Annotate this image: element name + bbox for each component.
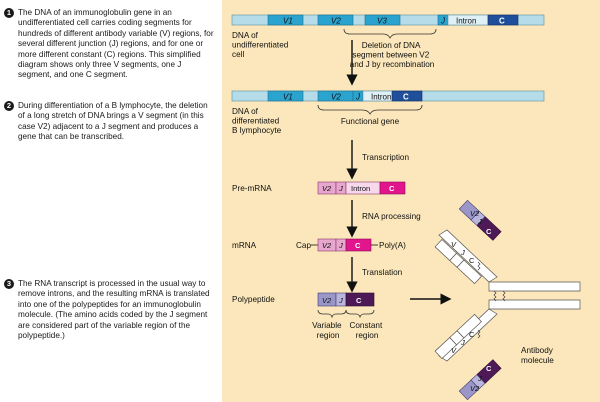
- antibody-molecule: C J V C J V2 C J V: [434, 199, 581, 401]
- j-rna-label: J: [338, 184, 343, 193]
- v2-segment: [317, 14, 354, 26]
- transcription-label: Transcription: [362, 153, 409, 162]
- heavy-chain-stem-top: [488, 281, 581, 292]
- c-segment: [487, 14, 519, 26]
- top-v-label: V2: [470, 209, 480, 218]
- variable-region-label: Variable region: [312, 321, 344, 340]
- disulfide-bond-upper: [477, 261, 481, 271]
- c-peptide-segment: [345, 292, 375, 307]
- v1-label: V1: [283, 17, 293, 26]
- step-number-2: 2: [4, 101, 14, 111]
- explanation-panel: 1 The DNA of an immunoglobulin gene in a…: [0, 0, 222, 402]
- c-rna-segment: [379, 181, 406, 195]
- v3-label: V3: [377, 17, 387, 26]
- cap-label: Cap: [296, 241, 311, 250]
- step-1: 1 The DNA of an immunoglobulin gene in a…: [4, 8, 216, 81]
- polypeptide-chain: V2 J C: [317, 292, 375, 307]
- intron-label: Intron: [371, 93, 391, 102]
- dna-undifferentiated-label: DNA of undifferentiated cell: [232, 31, 291, 59]
- highlight-chain-bottom: [458, 359, 502, 401]
- light-chain-upper: [434, 239, 482, 285]
- v2-rna-label: V2: [322, 184, 332, 193]
- lower-v-label: V: [451, 346, 457, 355]
- step-number-3: 3: [4, 279, 14, 289]
- upper-j-label: J: [460, 248, 465, 257]
- highlight-chain-top: [458, 199, 502, 241]
- diagram-panel: [222, 0, 600, 402]
- step-text-3: The RNA transcript is processed in the u…: [18, 279, 210, 341]
- bottom-v-label: V2: [470, 384, 480, 393]
- j-peptide-label: J: [338, 296, 343, 305]
- rna-processing-label: RNA processing: [362, 212, 421, 221]
- upper-v-label: V: [451, 240, 457, 249]
- antibody-label: Antibody molecule: [521, 346, 555, 365]
- v1-segment: [267, 14, 304, 26]
- bottom-j-label: J: [477, 374, 482, 383]
- j-label: J: [355, 93, 361, 102]
- heavy-chain-stem-bottom: [488, 299, 581, 310]
- step-2: 2 During differentiation of a B lymphocy…: [4, 101, 216, 143]
- dna-differentiated: V1 V2 J Intron C: [231, 90, 545, 102]
- disulfide-bond-hinge-1: [493, 290, 497, 302]
- lower-j-label: J: [460, 338, 465, 347]
- step-number-1: 1: [4, 8, 14, 18]
- step-text-1: The DNA of an immunoglobulin gene in an …: [18, 8, 214, 80]
- step-text-2: During differentiation of a B lymphocyte…: [18, 101, 208, 142]
- constant-region-label: Constant region: [349, 321, 384, 340]
- v2-label: V2: [331, 93, 341, 102]
- upper-c-label: C: [469, 256, 475, 265]
- intron-rna-label: Intron: [351, 184, 370, 193]
- c-peptide-label: C: [356, 296, 362, 305]
- j-label: J: [440, 17, 446, 26]
- constant-bracket: [345, 309, 375, 319]
- top-j-label: J: [477, 217, 482, 226]
- functional-gene-bracket: [317, 104, 423, 115]
- lower-c-label: C: [469, 330, 475, 339]
- pre-mrna-label: Pre-mRNA: [232, 184, 272, 193]
- mrna-transcript: V2 J C: [317, 238, 372, 252]
- v1-label: V1: [283, 93, 293, 102]
- pre-mrna-transcript: V2 J Intron C: [317, 181, 406, 195]
- step-3: 3 The RNA transcript is processed in the…: [4, 279, 216, 341]
- variable-bracket: [317, 309, 347, 319]
- intron-label: Intron: [456, 17, 476, 26]
- v3-segment: [364, 14, 401, 26]
- c-label: C: [499, 17, 505, 26]
- top-c-label: C: [486, 227, 492, 236]
- v2-peptide-label: V2: [322, 296, 332, 305]
- polya-label: Poly(A): [379, 241, 406, 250]
- functional-gene-label: Functional gene: [341, 117, 400, 126]
- disulfide-bond-hinge-2: [502, 290, 506, 302]
- v2-label: V2: [331, 17, 341, 26]
- translation-label: Translation: [362, 268, 403, 277]
- deletion-label: Deletion of DNA segment between V2 and J…: [350, 41, 435, 69]
- polypeptide-label: Polypeptide: [232, 295, 275, 304]
- dna-undifferentiated: V1 V2 V3 J Intron C: [231, 14, 545, 26]
- dna-differentiated-label: DNA of differentiated B lymphocyte: [232, 107, 282, 135]
- disulfide-bond-lower: [477, 329, 481, 339]
- v2-mrna-label: V2: [322, 241, 332, 250]
- deletion-bracket: [343, 28, 437, 39]
- v1-segment: [267, 90, 304, 102]
- c-segment: [391, 90, 423, 102]
- c-label: C: [403, 93, 409, 102]
- c-mrna-label: C: [355, 241, 361, 250]
- c-rna-label: C: [389, 184, 395, 193]
- j-mrna-label: J: [338, 241, 343, 250]
- heavy-chain-arm-upper: [438, 229, 498, 283]
- mrna-label: mRNA: [232, 241, 257, 250]
- light-chain-lower: [434, 313, 482, 359]
- bottom-c-label: C: [486, 364, 492, 373]
